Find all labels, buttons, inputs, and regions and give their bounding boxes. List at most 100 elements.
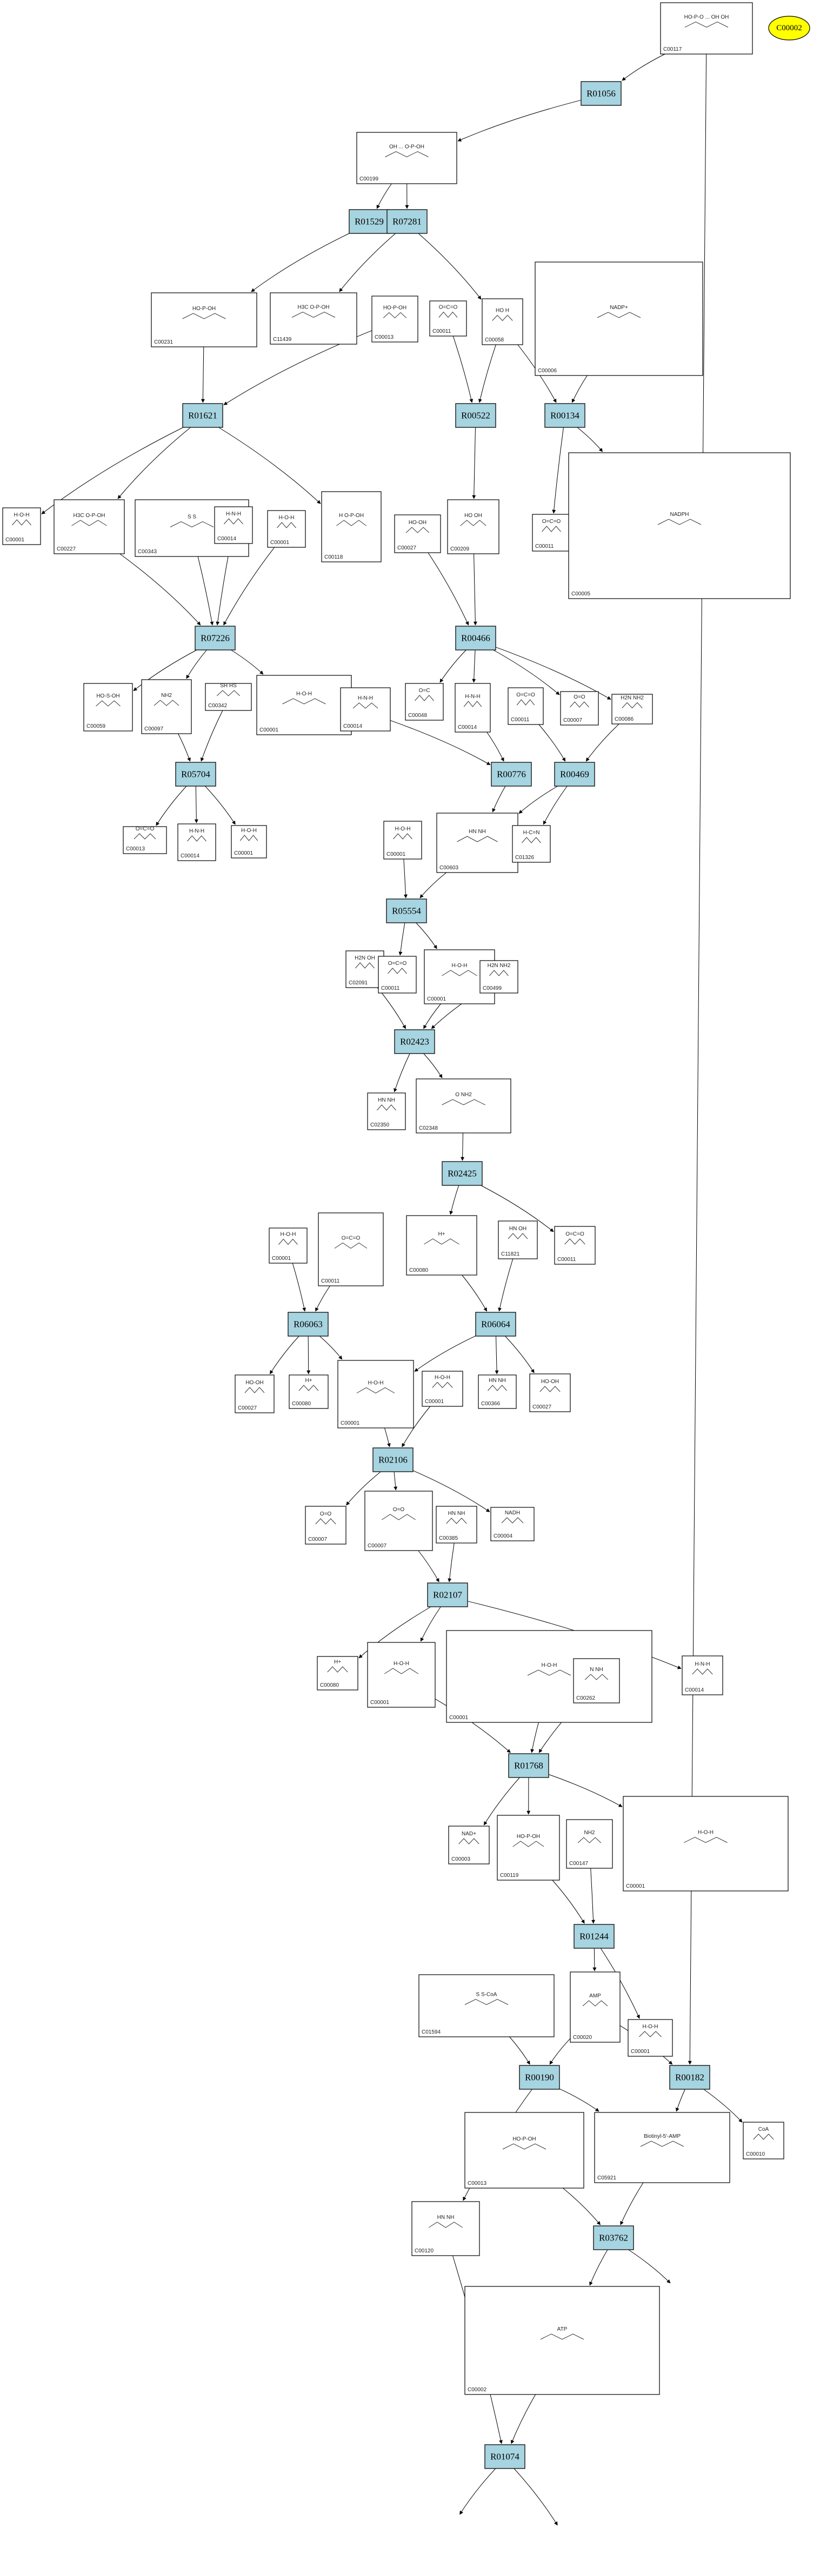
compound-box[interactable] <box>318 1212 384 1286</box>
reaction-node[interactable]: R00469 <box>554 762 595 787</box>
reaction-box[interactable] <box>288 1312 329 1337</box>
reaction-box[interactable] <box>442 1161 483 1186</box>
compound-box[interactable] <box>436 1506 477 1544</box>
compound-box[interactable] <box>267 510 306 548</box>
compound-box[interactable] <box>660 2 753 55</box>
compound-node[interactable]: H+C00080 <box>406 1215 477 1276</box>
compound-box[interactable] <box>141 679 192 734</box>
reaction-node[interactable]: R01621 <box>182 403 223 428</box>
compound-box[interactable] <box>560 691 599 726</box>
compound-box[interactable] <box>367 1642 436 1708</box>
compound-box[interactable] <box>256 675 352 735</box>
reaction-box[interactable] <box>175 762 216 787</box>
reaction-box[interactable] <box>554 762 595 787</box>
compound-box[interactable] <box>611 694 653 725</box>
reaction-node[interactable]: R01244 <box>574 1924 615 1949</box>
compound-box[interactable] <box>743 2122 784 2159</box>
compound-box[interactable] <box>205 683 252 711</box>
compound-box[interactable] <box>418 1974 555 2037</box>
reaction-box[interactable] <box>386 209 428 234</box>
compound-node[interactable]: NAD+C00003 <box>448 1826 490 1864</box>
compound-box[interactable] <box>367 1092 406 1130</box>
compound-box[interactable] <box>568 452 791 599</box>
reaction-node[interactable]: R00776 <box>491 762 532 787</box>
reaction-box[interactable] <box>182 403 223 428</box>
compound-box[interactable] <box>214 506 253 544</box>
compound-box[interactable] <box>570 1971 621 2043</box>
compound-box[interactable] <box>422 1371 463 1407</box>
reaction-node[interactable]: R02107 <box>427 1582 468 1607</box>
reaction-box[interactable] <box>484 2444 525 2469</box>
compound-box[interactable] <box>123 826 167 854</box>
compound-box[interactable] <box>2 507 41 545</box>
reaction-node[interactable]: R00466 <box>455 626 496 650</box>
reaction-node[interactable]: R07226 <box>195 626 236 650</box>
reaction-node[interactable]: R00134 <box>544 403 585 428</box>
reaction-node[interactable]: R05554 <box>386 898 427 923</box>
compound-box[interactable] <box>371 296 418 343</box>
compound-box[interactable] <box>83 683 133 732</box>
compound-box[interactable] <box>378 956 417 994</box>
reaction-box[interactable] <box>349 209 390 234</box>
reaction-node[interactable]: R01074 <box>484 2444 525 2469</box>
reaction-box[interactable] <box>669 2065 710 2090</box>
compound-box[interactable] <box>151 292 257 347</box>
reaction-node[interactable]: R07281 <box>386 209 428 234</box>
reaction-box[interactable] <box>491 762 532 787</box>
reaction-box[interactable] <box>581 81 622 106</box>
reaction-node[interactable]: R01529 <box>349 209 390 234</box>
compound-box[interactable] <box>340 687 391 732</box>
reaction-box[interactable] <box>372 1447 414 1472</box>
compound-box[interactable] <box>535 261 703 376</box>
compound-box[interactable] <box>529 1373 571 1412</box>
compound-box[interactable] <box>573 1658 620 1703</box>
compound-box[interactable] <box>448 1826 490 1864</box>
reaction-box[interactable] <box>544 403 585 428</box>
compound-box[interactable] <box>508 687 544 725</box>
compound-box[interactable] <box>406 1215 477 1276</box>
reaction-node[interactable]: R06064 <box>475 1312 516 1337</box>
compound-box[interactable] <box>512 825 551 863</box>
reaction-node[interactable]: R06063 <box>288 1312 329 1337</box>
reaction-box[interactable] <box>593 2225 634 2250</box>
compound-box[interactable] <box>479 960 518 994</box>
reaction-box[interactable] <box>574 1924 615 1949</box>
compound-box[interactable] <box>446 1630 652 1723</box>
compound-box[interactable] <box>289 1374 329 1409</box>
compound-box[interactable] <box>364 1491 433 1551</box>
compound-box[interactable] <box>411 2201 480 2256</box>
reaction-box[interactable] <box>394 1029 435 1054</box>
